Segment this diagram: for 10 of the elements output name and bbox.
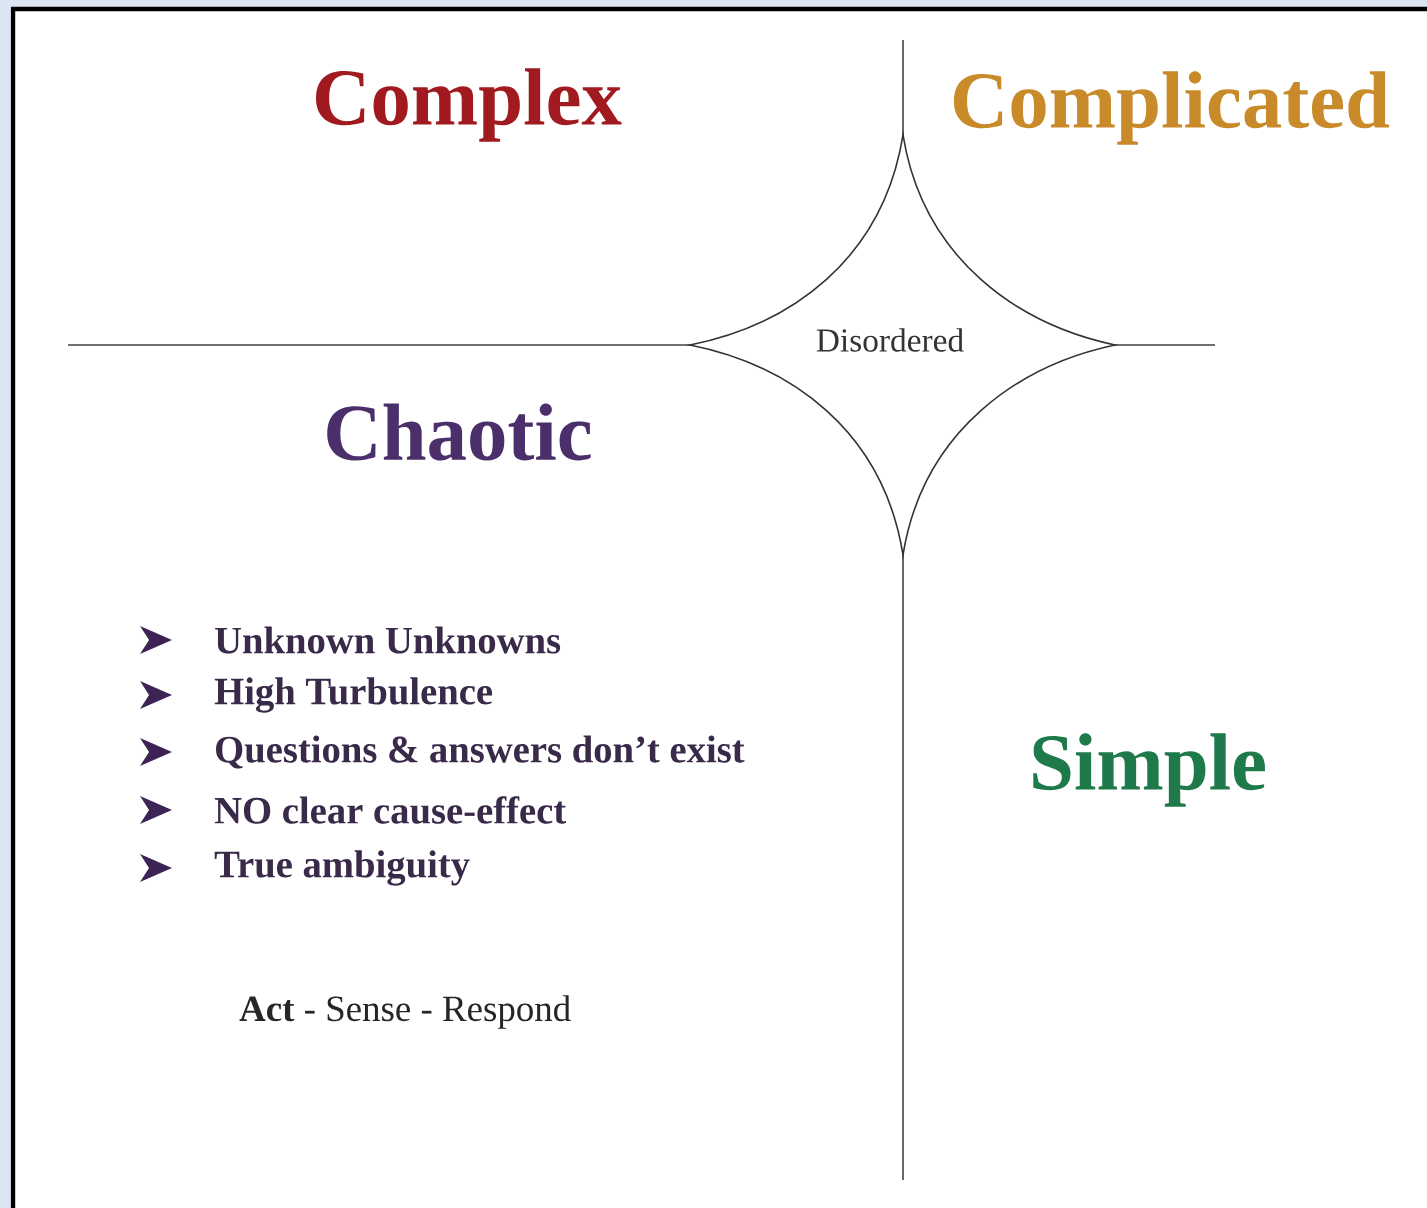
list-item: Unknown Unknowns (215, 626, 561, 654)
disordered-star: Disordered (689, 134, 1116, 556)
list-item: True ambiguity (214, 850, 470, 886)
list-item: NO clear cause-effect (214, 796, 566, 824)
quadrant-title: Complex (316, 68, 622, 142)
list-item: Questions & answers don’t exist (216, 735, 745, 769)
approach-text: Act - Sense - Respond (239, 995, 571, 1029)
list-item: High Turbulence (214, 677, 493, 713)
quadrant-title: Chaotic (327, 403, 591, 461)
quadrant-title: Simple (1033, 733, 1265, 807)
